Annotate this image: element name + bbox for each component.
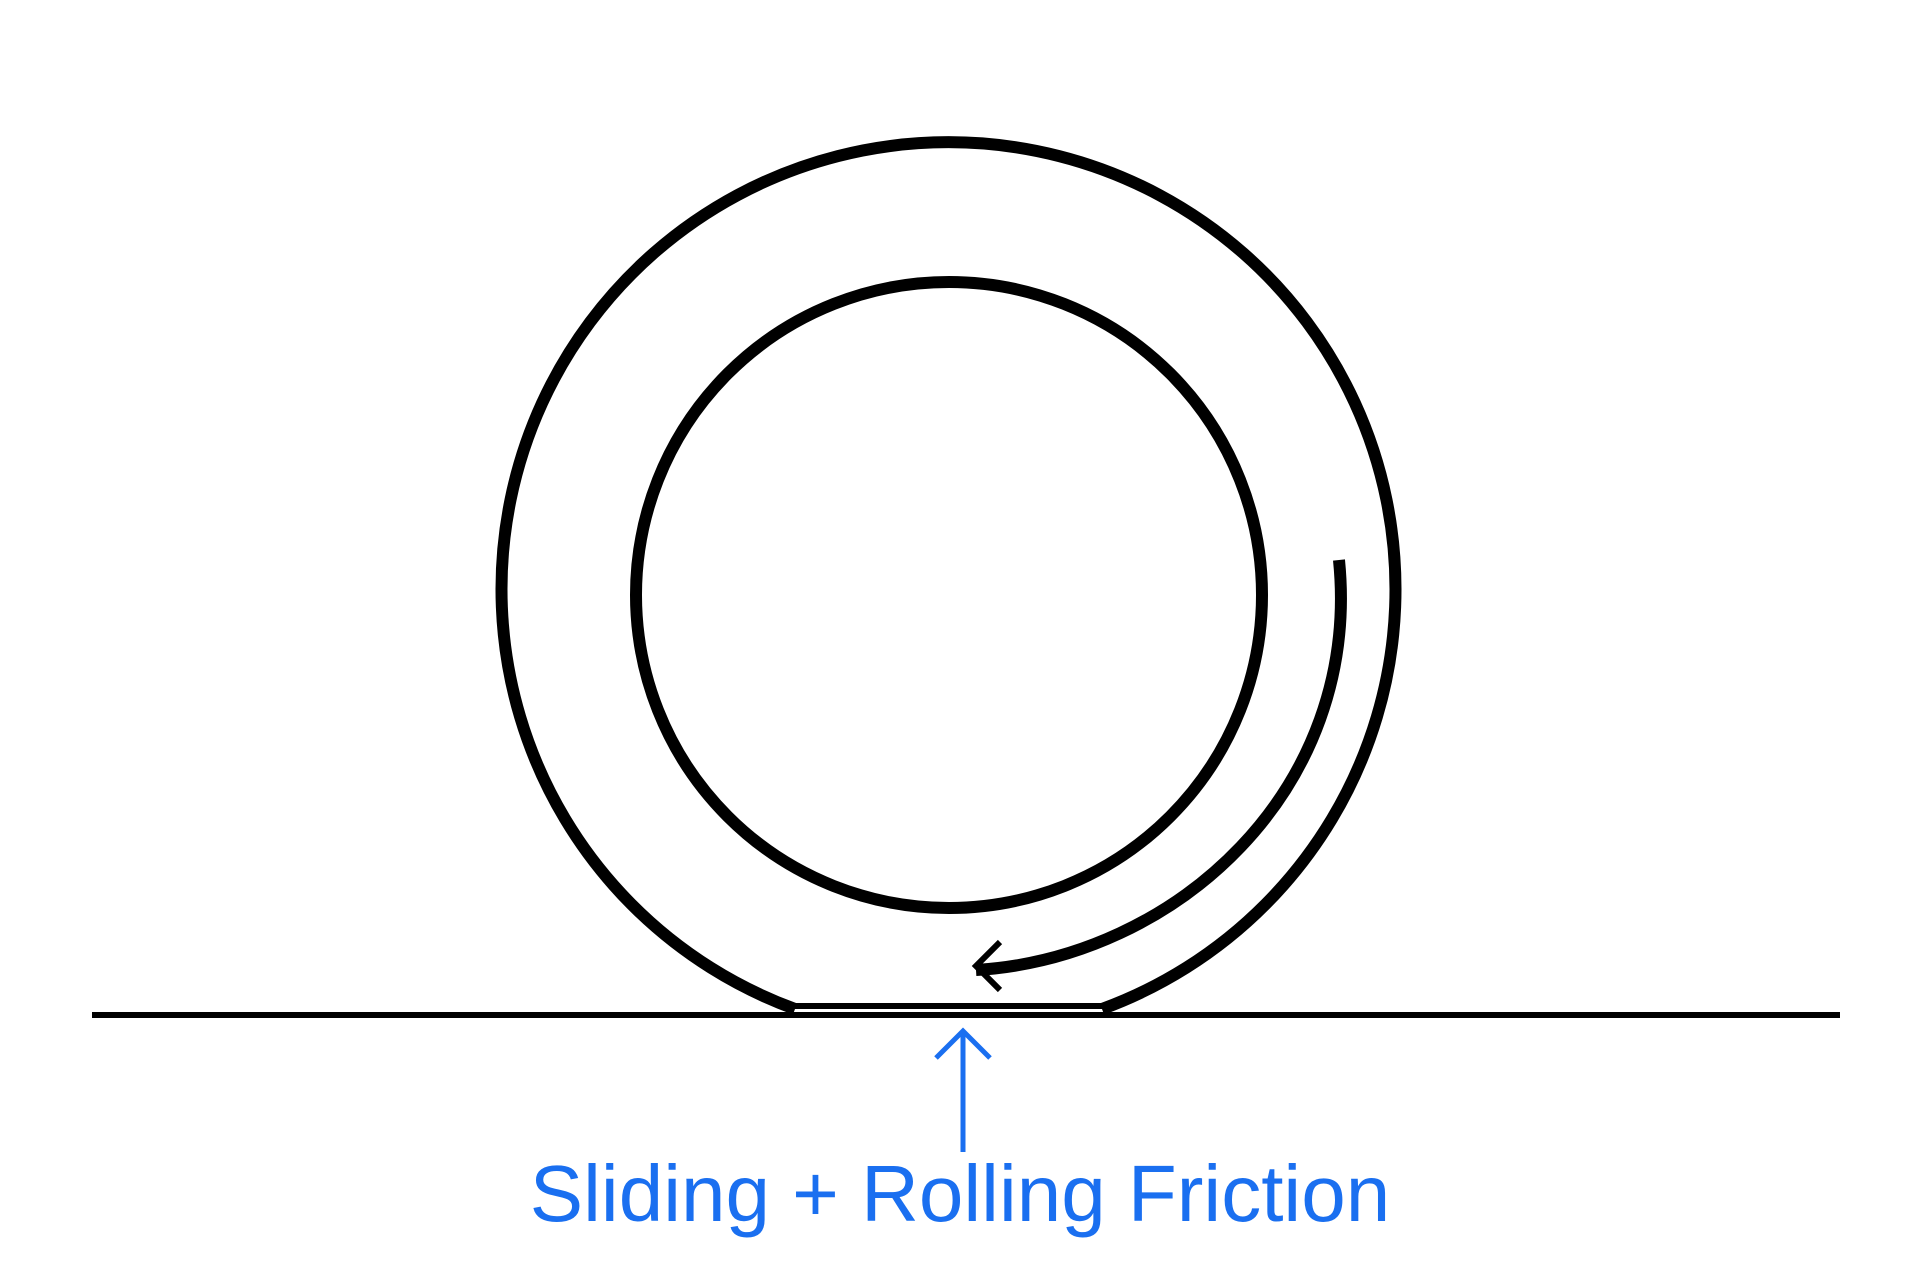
friction-label: Sliding + Rolling Friction: [529, 1149, 1391, 1238]
upward-arrow-head: [934, 1027, 992, 1060]
upward-arrow-icon: [934, 1027, 992, 1152]
rotation-arrow-shaft: [975, 559, 1347, 976]
inner-wheel-circle: [630, 276, 1268, 914]
rotation-arrow-icon: [971, 559, 1347, 993]
outer-wheel-outline: [495, 136, 1402, 1015]
rotation-arrow-head: [971, 939, 1003, 993]
